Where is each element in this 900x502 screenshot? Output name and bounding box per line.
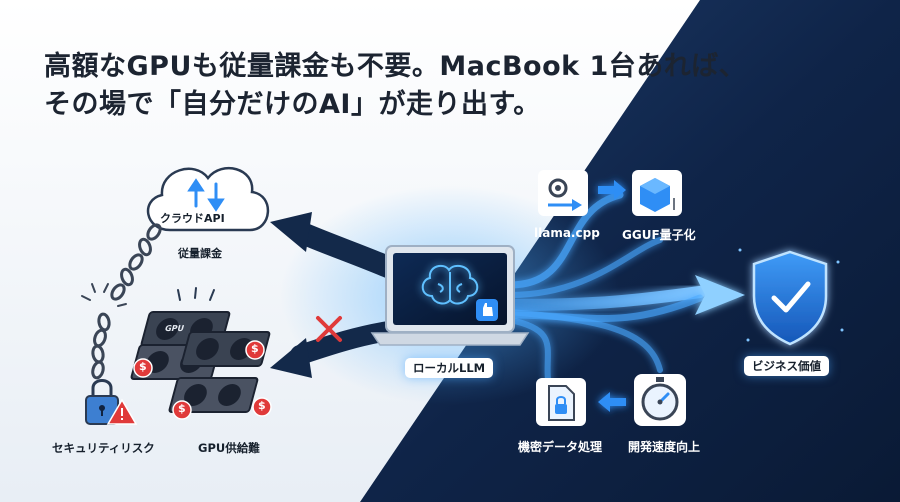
shield-check-icon bbox=[752, 250, 828, 346]
business-value-label: ビジネス価値 bbox=[744, 356, 829, 376]
dollar-symbol: $ bbox=[258, 399, 266, 412]
arrow-to-gpu bbox=[270, 320, 405, 378]
arrow-llama-to-gguf bbox=[598, 180, 626, 200]
gpu-shortage-label: GPU供給難 bbox=[198, 441, 260, 455]
sync-arrows-icon bbox=[187, 178, 225, 212]
headline-line-2: その場で「自分だけのAI」が走り出す。 bbox=[44, 89, 541, 120]
gpu-stack-icon bbox=[130, 287, 271, 413]
dollar-coin-icons bbox=[133, 340, 272, 420]
llama-cpp-icon bbox=[538, 170, 588, 216]
dollar-symbol: $ bbox=[251, 342, 259, 355]
blocked-x-icon bbox=[316, 316, 342, 342]
arrow-speed-to-file bbox=[598, 392, 626, 412]
gguf-cube-icon bbox=[632, 170, 682, 216]
cloud-api-label: クラウドAPI bbox=[160, 212, 225, 225]
headline-line-1: 高額なGPUも従量課金も不要。MacBook 1台あれば、 bbox=[44, 51, 747, 82]
arrow-to-cloud bbox=[270, 212, 406, 281]
stopwatch-icon bbox=[634, 374, 686, 426]
security-risk-label: セキュリティリスク bbox=[52, 441, 155, 455]
dollar-symbol: $ bbox=[139, 360, 147, 373]
chain-icon bbox=[91, 223, 162, 380]
gguf-quantization-label: GGUF量子化 bbox=[622, 228, 696, 242]
llama-cpp-label: llama.cpp bbox=[534, 226, 600, 240]
confidential-data-label: 機密データ処理 bbox=[518, 440, 603, 454]
local-llm-label: ローカルLLM bbox=[405, 358, 494, 378]
secure-file-icon bbox=[536, 378, 586, 426]
brain-icon bbox=[421, 264, 479, 305]
gpu-card-text: GPU bbox=[163, 324, 186, 333]
dev-speed-label: 開発速度向上 bbox=[628, 440, 701, 454]
flow-arrowhead bbox=[695, 275, 745, 315]
broken-chain-sparks bbox=[81, 283, 127, 307]
warning-icon bbox=[106, 398, 138, 425]
sparkle-decorations bbox=[738, 248, 844, 342]
llama-badge-icon bbox=[476, 299, 498, 321]
data-flow-lines bbox=[504, 191, 706, 383]
dollar-symbol: $ bbox=[178, 402, 186, 415]
pay-per-use-label: 従量課金 bbox=[178, 247, 222, 260]
